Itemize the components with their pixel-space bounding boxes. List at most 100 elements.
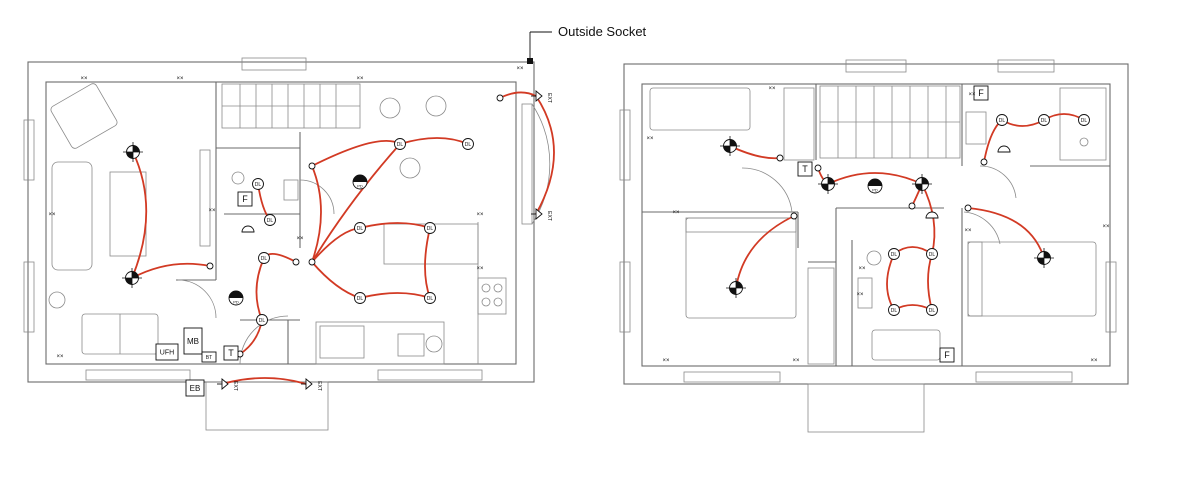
window	[683, 371, 781, 383]
wire	[927, 253, 933, 311]
earth-bond-box	[185, 379, 205, 397]
external-light-symbol	[301, 378, 313, 390]
double-socket-symbol: ××	[516, 66, 524, 72]
wire	[499, 91, 537, 99]
double-socket-symbol: ××	[792, 358, 800, 364]
window	[377, 369, 483, 381]
double-socket-symbol: ××	[48, 212, 56, 218]
switch-symbol	[292, 258, 300, 266]
downlight-label: DL	[255, 182, 262, 188]
thermostat-label: T	[228, 348, 234, 358]
downlight-label: DL	[427, 226, 434, 232]
meter-box-label: MB	[187, 337, 199, 346]
window	[241, 57, 307, 71]
double-socket-symbol: ××	[56, 354, 64, 360]
door-swing	[299, 179, 335, 215]
downlight-symbol	[888, 304, 900, 316]
downlight-label: DL	[929, 308, 936, 314]
downlight-label: DL	[1041, 118, 1048, 124]
wire	[359, 292, 431, 299]
pendant-label: PD	[872, 188, 878, 193]
kitchen-units	[315, 222, 507, 365]
ground-wc	[231, 171, 299, 201]
downlight-symbol	[354, 222, 366, 234]
door-swing	[531, 103, 551, 225]
wire	[131, 151, 148, 279]
pendant-label: PD	[357, 184, 363, 189]
external-light-label: EXT	[546, 211, 552, 221]
downlight-symbol	[424, 222, 436, 234]
wire	[311, 165, 322, 263]
stair-treads	[820, 86, 960, 158]
downlight-label: DL	[357, 296, 364, 302]
downlight-label: DL	[259, 318, 266, 324]
double-socket-symbol: ××	[646, 136, 654, 142]
switch-symbol	[496, 94, 504, 102]
pendant-label: PD	[233, 300, 239, 305]
wire	[311, 140, 401, 167]
downlight-symbol	[926, 304, 938, 316]
fan-label: F	[978, 88, 984, 98]
double-socket-symbol: ××	[176, 76, 184, 82]
downlight-symbol	[394, 138, 406, 150]
fan-label: F	[242, 194, 248, 204]
bt-point-box	[201, 351, 217, 363]
wire	[311, 143, 401, 263]
porch	[205, 381, 329, 431]
double-socket-symbol: ××	[208, 208, 216, 214]
outside-socket-marker	[527, 58, 533, 64]
downlight-label: DL	[357, 226, 364, 232]
window	[845, 59, 907, 73]
ceiling-light-symbol	[720, 136, 740, 156]
thermostat-label: T	[802, 164, 808, 174]
fan-box	[939, 347, 955, 363]
ceiling-light-symbol	[912, 174, 932, 194]
ceiling-light-symbol	[818, 174, 838, 194]
wire	[735, 215, 795, 289]
wire	[535, 95, 555, 215]
switch-symbol	[206, 262, 214, 270]
external-light-label: EXT	[546, 93, 552, 103]
wire	[729, 145, 781, 160]
ground-outer-wall	[27, 61, 535, 383]
downlight-symbol	[258, 252, 270, 264]
first-inner-wall	[641, 83, 1111, 367]
downlight-symbol	[1038, 114, 1050, 126]
double-socket-symbol: ××	[1090, 358, 1098, 364]
pull-cord-symbol	[997, 145, 1011, 153]
double-socket-symbol: ××	[476, 212, 484, 218]
wire	[967, 207, 1045, 259]
ground-inner-wall	[45, 81, 517, 365]
wire	[983, 119, 1003, 163]
double-socket-symbol: ××	[662, 358, 670, 364]
wire	[886, 253, 895, 311]
downlight-symbol	[462, 138, 474, 150]
ceiling-light-symbol	[123, 142, 143, 162]
bedroom-furniture	[649, 87, 1097, 365]
downlight-label: DL	[891, 308, 898, 314]
ceiling-light-symbol	[726, 278, 746, 298]
ground-floor-plan	[23, 57, 551, 431]
window	[85, 369, 191, 381]
downlight-symbol	[888, 248, 900, 260]
downlight-symbol	[264, 214, 276, 226]
double-socket-symbol: ××	[356, 76, 364, 82]
first-outer-wall	[623, 63, 1129, 385]
switch-symbol	[308, 258, 316, 266]
patio-door	[521, 103, 533, 225]
downlight-symbol	[252, 178, 264, 190]
downlight-symbol	[926, 248, 938, 260]
porch-roof	[807, 383, 925, 433]
double-socket-symbol: ××	[672, 210, 680, 216]
downlight-symbol	[354, 292, 366, 304]
door-swing	[177, 279, 217, 319]
downlight-label: DL	[929, 252, 936, 258]
door-swing	[741, 167, 793, 213]
pull-cord-symbol	[241, 225, 255, 233]
fan-box	[237, 191, 253, 207]
wire	[424, 227, 431, 299]
external-light-symbol	[531, 90, 543, 102]
bt-point-label: BT	[206, 355, 212, 361]
meter-box-box	[183, 327, 203, 355]
downlight-label: DL	[397, 142, 404, 148]
